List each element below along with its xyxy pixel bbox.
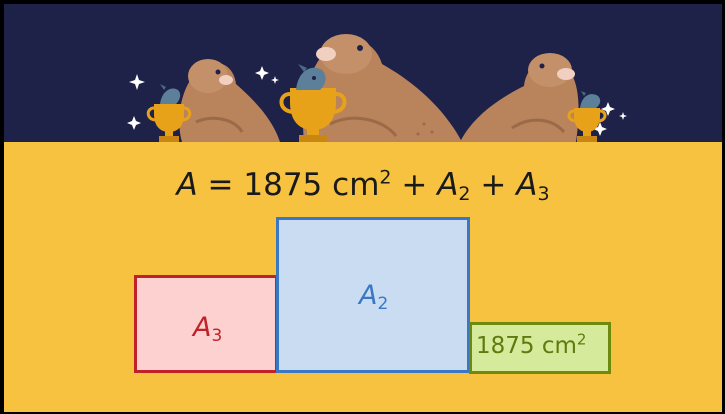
rectangle-known-area: 1875 cm2	[469, 322, 611, 374]
equation-value: 1875	[243, 167, 323, 203]
equation-unit: cm	[332, 167, 380, 203]
equation-unit-exponent: 2	[379, 166, 392, 189]
banner	[4, 4, 722, 142]
trophy-icon-right	[567, 108, 607, 142]
rectangle-a3-label: A3	[193, 312, 223, 346]
sparkle-icon	[601, 102, 615, 116]
equation-term2-var: A	[437, 167, 459, 203]
fish-icon-right	[580, 91, 601, 108]
fish-icon-center	[296, 64, 326, 90]
rectangle-a3-var: A	[193, 312, 212, 343]
sparkle-icon	[593, 122, 607, 136]
rectangle-known-area-label: 1875 cm2	[476, 330, 587, 359]
rectangle-a2-var: A	[359, 280, 378, 311]
sparkle-icons	[127, 66, 627, 136]
trophy-icon-left	[146, 104, 192, 142]
rectangle-a2-subscript: 2	[377, 294, 389, 314]
banner-illustration	[127, 34, 627, 142]
sparkle-icon	[271, 76, 279, 84]
rectangle-known-area-value: 1875	[476, 333, 535, 359]
equation-lhs-var: A	[176, 167, 198, 203]
equation-plus-2: +	[480, 167, 507, 203]
area-equation: A = 1875 cm2 + A2 + A3	[4, 166, 722, 205]
scene: A = 1875 cm2 + A2 + A3 A3 A2 1875 cm2	[4, 4, 722, 412]
equation-plus-1: +	[401, 167, 428, 203]
fish-icon-left	[160, 84, 181, 104]
rectangle-a2-label: A2	[359, 280, 389, 314]
sparkle-icon	[127, 116, 141, 130]
seal-icon-right	[460, 53, 579, 142]
trophy-icon-center	[279, 88, 347, 142]
equation-term3-subscript: 3	[537, 183, 550, 205]
rectangle-known-area-unit: cm	[541, 333, 577, 359]
seal-icon-left	[179, 59, 280, 142]
rectangle-a2: A2	[276, 217, 470, 373]
rectangle-a3: A3	[134, 275, 278, 373]
equation-term2-subscript: 2	[458, 183, 471, 205]
sparkle-icon	[129, 74, 145, 90]
equation-equals: =	[207, 167, 234, 203]
sparkle-icon	[619, 112, 627, 120]
seal-icon-center	[303, 34, 462, 142]
equation-term3-var: A	[516, 167, 538, 203]
rectangle-a3-subscript: 3	[211, 326, 223, 346]
sparkle-icon	[255, 66, 269, 80]
rectangle-known-area-unit-exponent: 2	[576, 330, 587, 349]
